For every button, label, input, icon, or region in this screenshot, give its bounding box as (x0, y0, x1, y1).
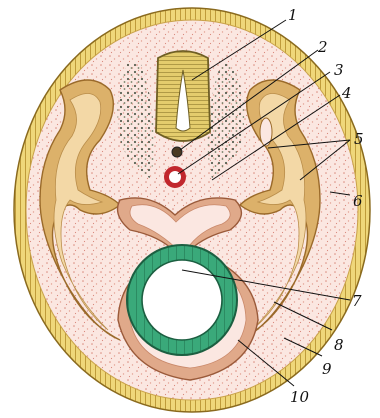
label-2: 2 (317, 38, 328, 56)
label-1: 1 (288, 6, 298, 24)
gut-lumen (142, 260, 222, 340)
label-7: 7 (352, 292, 362, 310)
label-10: 10 (290, 388, 310, 406)
label-8: 8 (334, 336, 344, 354)
notochord-dot (172, 147, 182, 157)
label-4: 4 (341, 84, 352, 102)
label-5: 5 (354, 130, 364, 148)
label-3: 3 (334, 61, 344, 79)
label-9: 9 (322, 360, 332, 378)
label-6: 6 (353, 192, 363, 210)
